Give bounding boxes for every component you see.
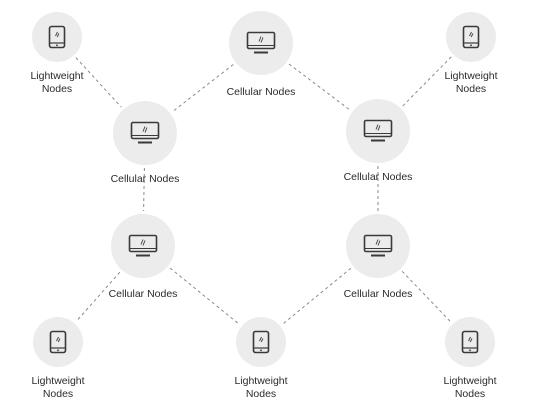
connector-cell-upper-left-to-cell-lower-left [143, 167, 145, 212]
lightweight-node-circle [33, 317, 83, 367]
connector-cell-lower-left-to-lw-bottom-left [76, 271, 121, 322]
lightweight-node-circle [32, 12, 82, 62]
lightweight-node-label: Lightweight Nodes [444, 70, 498, 95]
lightweight-node-label: Lightweight Nodes [443, 375, 497, 400]
lightweight-node-circle [445, 317, 495, 367]
lightweight-node-label: Lightweight Nodes [234, 375, 288, 400]
connector-cell-top-to-cell-upper-left [172, 64, 234, 112]
cellular-node-label: Cellular Nodes [110, 173, 180, 185]
lightweight-node-circle [236, 317, 286, 367]
connector-cell-top-to-cell-upper-right [288, 63, 351, 111]
cellular-node-label: Cellular Nodes [343, 171, 413, 183]
cellular-node-circle [346, 99, 410, 163]
lightweight-node-label: Lightweight Nodes [31, 375, 85, 400]
connector-cell-lower-right-to-lw-bottom-mid [282, 267, 352, 325]
cellular-node-circle [111, 214, 175, 278]
cellular-node-circle [346, 214, 410, 278]
cellular-node-label: Cellular Nodes [108, 288, 178, 300]
connector-cell-lower-left-to-lw-bottom-mid [169, 267, 240, 325]
cellular-node-label: Cellular Nodes [226, 86, 296, 98]
cellular-node-circle [113, 101, 177, 165]
lightweight-node-circle [446, 12, 496, 62]
connector-lw-top-left-to-cell-upper-left [75, 57, 122, 108]
lightweight-node-label: Lightweight Nodes [30, 70, 84, 95]
cellular-node-label: Cellular Nodes [343, 288, 413, 300]
cellular-node-circle [229, 11, 293, 75]
